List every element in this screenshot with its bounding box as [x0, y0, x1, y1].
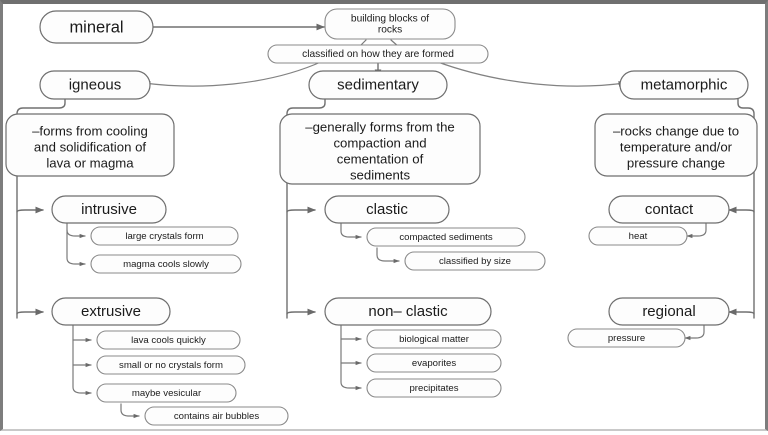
igneous-desc-line1: –forms from cooling — [32, 123, 148, 138]
node-small-crystals-label: small or no crystals form — [119, 360, 223, 371]
connector-intrusive-to-magma-cools — [66, 221, 86, 267]
connector-intrusive-to-large-crystals — [66, 229, 86, 239]
node-biological-matter-label: biological matter — [399, 334, 470, 345]
node-building-blocks-of-rocks[interactable]: building blocks of rocks — [324, 8, 456, 40]
node-heat-label: heat — [629, 231, 648, 242]
node-sedimentary-label: sedimentary — [337, 76, 419, 93]
connector-metamorphic-trunk — [737, 96, 755, 319]
node-classified-by-size-label: classified by size — [439, 256, 511, 267]
connector-regional-to-pressure — [684, 324, 705, 341]
connector-metamorphic-to-contact — [728, 206, 755, 214]
node-sedimentary[interactable]: sedimentary — [308, 70, 448, 100]
connector-igneous-to-intrusive — [16, 206, 44, 214]
sedimentary-desc-line1: –generally forms from the — [305, 119, 455, 134]
node-contact[interactable]: contact — [608, 195, 730, 224]
node-sedimentary-description[interactable]: –generally forms from the compaction and… — [279, 113, 481, 185]
metamorphic-desc-line3: pressure change — [627, 155, 725, 170]
node-non-clastic-label: non– clastic — [368, 303, 448, 320]
metamorphic-desc-line2: temperature and/or — [620, 139, 733, 154]
connector-classified-to-igneous — [143, 60, 324, 87]
connector-sedimentary-to-clastic — [286, 206, 316, 214]
connector-metamorphic-to-regional — [728, 308, 755, 316]
node-igneous[interactable]: igneous — [39, 70, 151, 100]
sedimentary-desc-line4: sediments — [350, 167, 411, 182]
node-extrusive[interactable]: extrusive — [51, 297, 171, 326]
sedimentary-desc-line2: compaction and — [333, 135, 426, 150]
node-classified-by-size[interactable]: classified by size — [404, 251, 546, 271]
connector-extrusive-to-maybe-vesicular — [72, 323, 92, 396]
connector-classified-to-metamorphic — [434, 60, 626, 87]
node-maybe-vesicular-label: maybe vesicular — [132, 388, 202, 399]
node-building-blocks-line1: building blocks of — [351, 14, 429, 25]
node-large-crystals-label: large crystals form — [125, 231, 203, 242]
metamorphic-desc-line1: –rocks change due to — [613, 123, 739, 138]
node-regional-label: regional — [642, 303, 695, 320]
node-pressure-label: pressure — [608, 333, 645, 344]
node-contains-air-bubbles[interactable]: contains air bubbles — [144, 406, 289, 426]
node-pressure[interactable]: pressure — [567, 328, 686, 348]
node-compacted-sediments[interactable]: compacted sediments — [366, 227, 526, 247]
node-lava-cools-label: lava cools quickly — [131, 335, 206, 346]
node-classified-label: classified on how they are formed — [302, 49, 454, 60]
connector-compacted-to-classified-size — [376, 247, 400, 264]
connector-vesicular-to-air-bubbles — [120, 403, 140, 419]
node-lava-cools-quickly[interactable]: lava cools quickly — [96, 330, 241, 350]
node-non-clastic[interactable]: non– clastic — [324, 297, 492, 326]
node-igneous-label: igneous — [69, 76, 122, 93]
node-magma-cools-label: magma cools slowly — [123, 259, 209, 270]
node-classified-how-formed[interactable]: classified on how they are formed — [267, 44, 489, 64]
node-clastic[interactable]: clastic — [324, 195, 450, 224]
node-biological-matter[interactable]: biological matter — [366, 329, 502, 349]
node-clastic-label: clastic — [366, 201, 408, 218]
node-heat[interactable]: heat — [588, 226, 688, 246]
connector-contact-to-heat — [686, 222, 707, 239]
node-mineral-label: mineral — [69, 18, 123, 36]
node-evaporites[interactable]: evaporites — [366, 353, 502, 373]
node-metamorphic-label: metamorphic — [641, 76, 728, 93]
sedimentary-desc-line3: cementation of — [337, 151, 424, 166]
node-igneous-description[interactable]: –forms from cooling and solidification o… — [5, 113, 175, 177]
node-small-or-no-crystals-form[interactable]: small or no crystals form — [96, 355, 246, 375]
node-mineral[interactable]: mineral — [39, 10, 154, 44]
connector-igneous-trunk — [16, 96, 66, 319]
connector-nonclastic-to-precipitates — [340, 323, 362, 391]
node-compacted-sediments-label: compacted sediments — [399, 232, 493, 243]
node-intrusive-label: intrusive — [81, 201, 137, 218]
node-metamorphic-description[interactable]: –rocks change due to temperature and/or … — [594, 113, 758, 177]
node-precipitates[interactable]: precipitates — [366, 378, 502, 398]
node-precipitates-label: precipitates — [409, 383, 458, 394]
node-maybe-vesicular[interactable]: maybe vesicular — [96, 383, 237, 403]
connector-sedimentary-trunk — [286, 96, 326, 319]
node-extrusive-label: extrusive — [81, 303, 141, 320]
node-evaporites-label: evaporites — [412, 358, 456, 369]
connector-clastic-to-compacted — [340, 222, 362, 240]
node-large-crystals-form[interactable]: large crystals form — [90, 226, 239, 246]
node-contains-air-label: contains air bubbles — [174, 411, 260, 422]
node-metamorphic[interactable]: metamorphic — [619, 70, 749, 100]
node-building-blocks-line2: rocks — [378, 25, 402, 36]
igneous-desc-line2: and solidification of — [34, 139, 147, 154]
node-regional[interactable]: regional — [608, 297, 730, 326]
node-contact-label: contact — [645, 201, 694, 218]
node-intrusive[interactable]: intrusive — [51, 195, 167, 224]
connector-sedimentary-to-non-clastic — [286, 308, 316, 316]
igneous-desc-line3: lava or magma — [46, 155, 134, 170]
concept-map-diagram: mineral building blocks of rocks classif… — [5, 8, 758, 426]
node-magma-cools-slowly[interactable]: magma cools slowly — [90, 254, 242, 274]
connector-igneous-to-extrusive — [16, 308, 44, 316]
